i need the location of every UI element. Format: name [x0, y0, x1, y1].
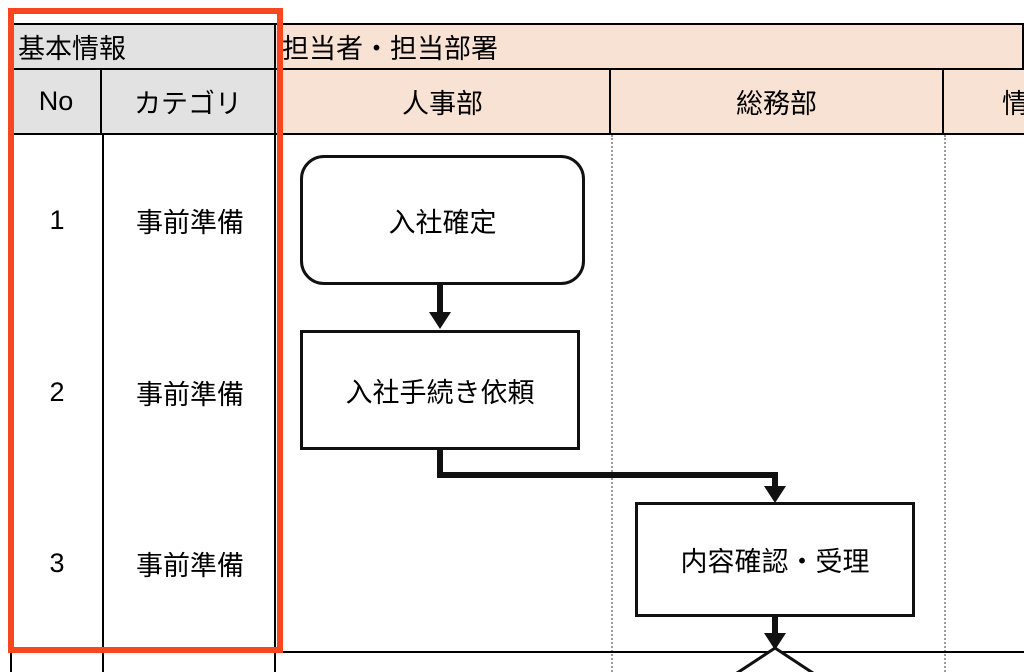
flow-node-decision[interactable]: [690, 644, 860, 672]
connector-request-across: [437, 472, 778, 478]
arrowhead-request-to-review: [764, 486, 786, 503]
connector-review-to-decision: [772, 617, 778, 637]
flow-node-start[interactable]: 入社確定: [300, 155, 585, 285]
grid-divider-no-category: [102, 135, 104, 672]
lane-header-third-truncated: 情: [944, 70, 1024, 135]
flow-node-request[interactable]: 入社手続き依頼: [300, 330, 580, 450]
grid-divider-category-lanes: [274, 135, 276, 672]
grid-row-divider-3: [10, 651, 1024, 653]
connector-request-to-review-down: [772, 472, 778, 492]
column-header-category: カテゴリ: [102, 70, 276, 135]
lane-divider-1: [611, 135, 613, 672]
connector-start-to-request: [437, 285, 443, 313]
flow-node-review[interactable]: 内容確認・受理: [635, 502, 915, 617]
arrowhead-review-to-decision: [764, 633, 786, 650]
column-header-no: No: [10, 70, 102, 135]
header-group-department: 担当者・担当部署: [276, 23, 1024, 70]
table-row-3-category: 事前準備: [136, 550, 244, 581]
lane-header-jinjibu: 人事部: [276, 70, 611, 135]
header-group-basic: 基本情報: [10, 23, 276, 70]
lane-divider-2: [944, 135, 946, 672]
lane-header-somubu: 総務部: [611, 70, 944, 135]
table-row-2-no: 2: [49, 376, 65, 407]
table-row-3-no: 3: [49, 547, 65, 578]
table-row-1-no: 1: [49, 204, 65, 235]
table-row-2-category: 事前準備: [136, 379, 244, 410]
table-row-1-category: 事前準備: [136, 207, 244, 238]
connector-request-down: [437, 450, 443, 478]
arrowhead-start-to-request: [429, 312, 451, 329]
